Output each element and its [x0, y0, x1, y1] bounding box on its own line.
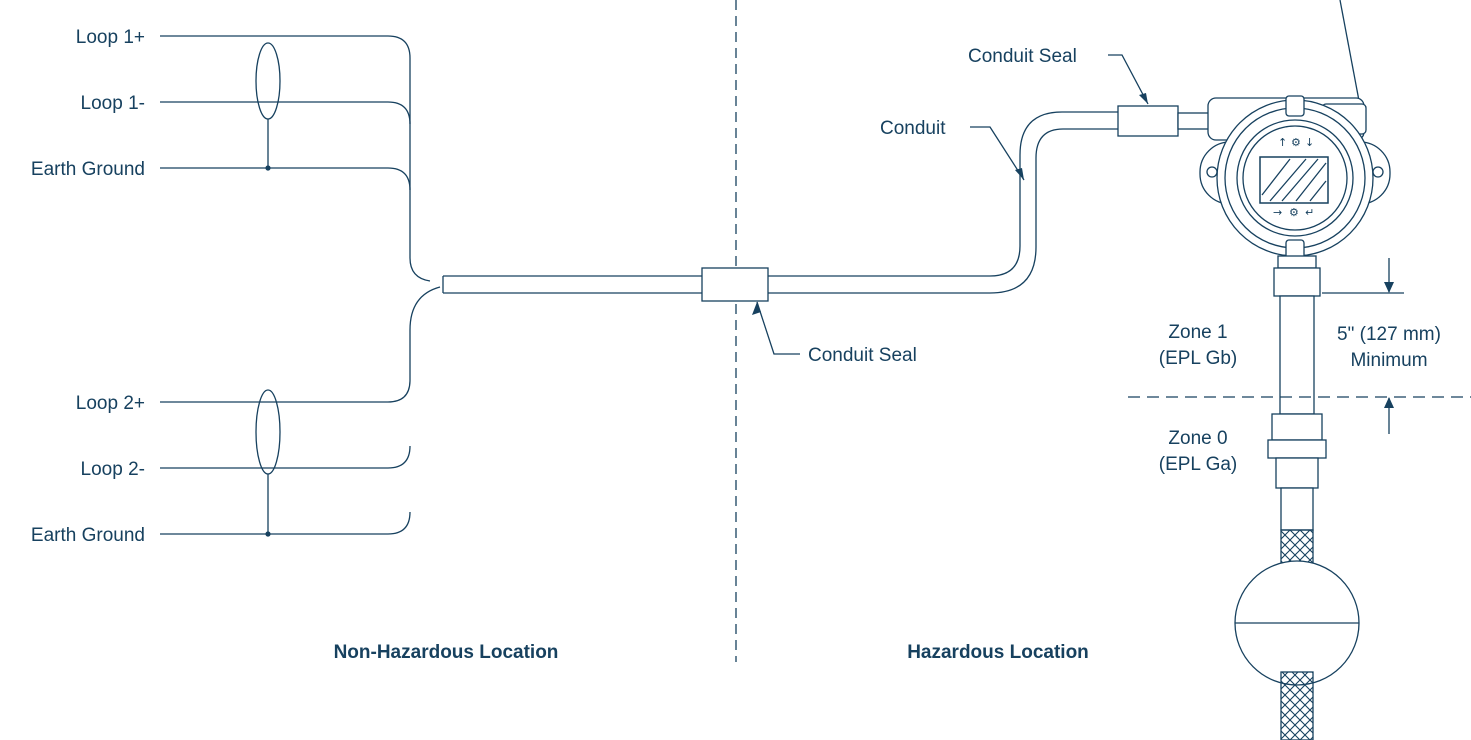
zone0-label: Zone 0	[1168, 428, 1227, 449]
earth-ground-label-2: Earth Ground	[31, 525, 145, 546]
display-window	[1259, 156, 1329, 204]
conduit-seal-top-label: Conduit Seal	[968, 46, 1077, 67]
transmitter-housing: ↑ ⚙ ↓ → ⚙ ↵	[1199, 0, 1391, 261]
loop1-ground-junction	[265, 165, 271, 171]
right-arrow-icon: →	[1273, 206, 1282, 219]
conduit-leader	[970, 126, 1025, 181]
earth-ground-label-1: Earth Ground	[31, 159, 145, 180]
conduit-seal-top-leader	[1108, 54, 1149, 105]
loop1-wires	[160, 35, 431, 282]
up-arrow-icon: ↑	[1278, 136, 1287, 149]
loop1-shield	[255, 42, 281, 120]
dimension-marker	[1322, 258, 1404, 434]
loop1-minus-label: Loop 1-	[81, 93, 145, 114]
gear-icon: ⚙	[1291, 136, 1301, 149]
zone1-label: Zone 1	[1168, 322, 1227, 343]
loop2-wires	[160, 286, 441, 537]
conduit-seal-mid-leader	[756, 301, 800, 355]
conduit-seal-mid	[701, 267, 769, 302]
down-arrow-icon: ↓	[1305, 136, 1314, 149]
conduit-seal-top	[1117, 105, 1179, 137]
conduit-run	[442, 105, 1215, 302]
zone1-epl-label: (EPL Gb)	[1159, 348, 1238, 369]
non-hazardous-location-label: Non-Hazardous Location	[334, 642, 559, 663]
loop1-plus-label: Loop 1+	[76, 27, 145, 48]
hazardous-location-label: Hazardous Location	[907, 642, 1089, 663]
conduit-label: Conduit	[880, 118, 946, 139]
probe-assembly	[1234, 255, 1360, 740]
zone0-epl-label: (EPL Ga)	[1159, 454, 1238, 475]
conduit-seal-mid-label: Conduit Seal	[808, 345, 917, 366]
minimum-text-label: Minimum	[1350, 350, 1427, 371]
loop2-plus-label: Loop 2+	[76, 393, 145, 414]
loop2-minus-label: Loop 2-	[81, 459, 145, 480]
loop2-ground-junction	[265, 531, 271, 537]
minimum-distance-label: 5" (127 mm)	[1337, 324, 1441, 345]
braided-cable-lower	[1280, 671, 1314, 740]
settings-icon: ⚙	[1289, 206, 1299, 219]
enter-icon: ↵	[1305, 206, 1314, 219]
